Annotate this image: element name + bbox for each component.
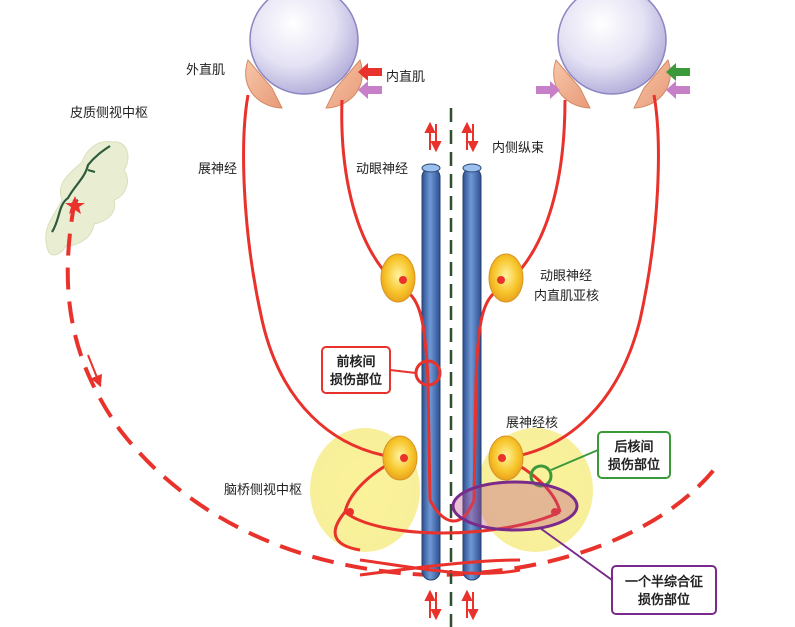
green-arrow-icon [666, 63, 690, 81]
label-mlf: 内侧纵束 [492, 140, 544, 156]
label-lateral-rectus: 外直肌 [186, 63, 225, 78]
label-oculomotor-nerve: 动眼神经 [356, 162, 408, 177]
oculomotor-nucleus-left [380, 253, 416, 303]
posterior-lesion-line2: 损伤部位 [608, 457, 660, 473]
purple-arrow-right-icon [666, 81, 690, 99]
purple-arrow-icon [358, 81, 382, 99]
cortical-descending-path [65, 199, 722, 578]
one-and-half-lesion-marker [451, 480, 579, 532]
mlf-column-left [421, 163, 441, 581]
posterior-lesion-leader [550, 449, 599, 471]
label-oculomotor-subnucleus-2: 内直肌亚核 [534, 288, 599, 304]
oculomotor-nucleus-right [488, 253, 524, 303]
pontine-center-dot-left [346, 508, 354, 516]
purple-arrow-left-icon [536, 81, 560, 99]
label-medial-rectus: 内直肌 [386, 69, 425, 85]
cortex-region [45, 141, 129, 256]
one-and-half-line2: 损伤部位 [638, 592, 690, 608]
label-abducens-nucleus: 展神经核 [506, 416, 558, 431]
mlf-bottom-arrows [424, 589, 479, 621]
posterior-lesion-marker [529, 464, 553, 488]
label-cortical-center: 皮质侧视中枢 [70, 106, 148, 121]
one-and-half-lesion-leader [539, 527, 613, 581]
anterior-lesion-leader [389, 369, 417, 374]
one-and-half-line1: 一个半综合征 [625, 574, 703, 590]
mlf-top-arrows [424, 121, 479, 153]
posterior-lesion-box: 后核间 损伤部位 [597, 431, 671, 479]
anterior-lesion-line1: 前核间 [336, 354, 375, 370]
label-abducens-nerve: 展神经 [198, 162, 237, 177]
anterior-lesion-line2: 损伤部位 [330, 372, 382, 388]
abducens-nucleus-right [488, 435, 524, 481]
abducens-nucleus-left [382, 435, 418, 481]
red-arrow-icon [358, 63, 382, 81]
label-pontine-center: 脑桥侧视中枢 [224, 483, 302, 498]
left-eye [245, 0, 363, 109]
right-eye [553, 0, 671, 109]
posterior-lesion-line1: 后核间 [614, 439, 653, 455]
pontine-center-dot-right [551, 508, 559, 516]
anterior-lesion-box: 前核间 损伤部位 [321, 346, 391, 394]
mlf-column-right [462, 163, 482, 581]
label-oculomotor-subnucleus-1: 动眼神经 [540, 269, 592, 284]
one-and-half-box: 一个半综合征 损伤部位 [611, 565, 717, 615]
cortical-descending-arrow [87, 354, 103, 388]
cortical-star [65, 196, 85, 214]
